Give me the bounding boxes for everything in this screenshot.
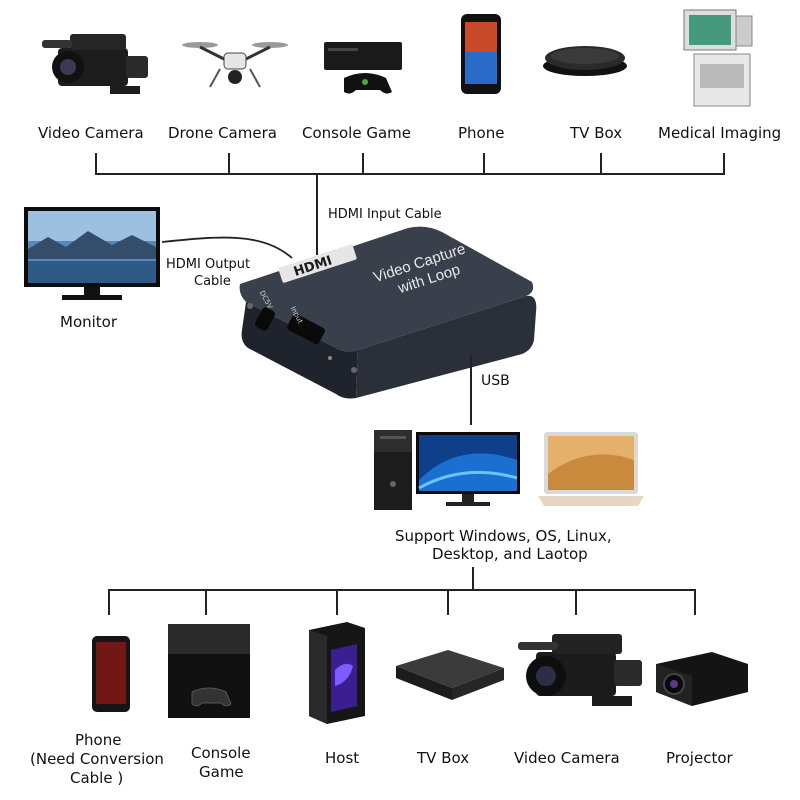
input-label-drone-camera: Drone Camera: [168, 124, 277, 142]
output-projector-icon: [656, 652, 748, 706]
tv-box-icon: [543, 46, 627, 76]
input-label-phone: Phone: [458, 124, 505, 142]
output-label-phone-line1: Phone: [75, 731, 122, 749]
output-video-camera-icon: [518, 634, 642, 706]
laptop-icon: [538, 432, 644, 506]
monitor-label: Monitor: [60, 313, 118, 331]
usb-cable-line: [470, 355, 472, 425]
output-console-icon: [168, 624, 250, 718]
output-phone-icon: [92, 636, 130, 712]
output-tv-box-icon: [396, 650, 504, 700]
output-host-icon: [309, 622, 365, 724]
input-label-console-game: Console Game: [302, 124, 411, 142]
capture-device: Video Capture with Loop HDMI DC5V Input: [239, 226, 537, 399]
hdmi-input-cable-label: HDMI Input Cable: [328, 207, 442, 222]
input-bus-line: [95, 173, 725, 175]
hdmi-output-label-line1: HDMI Output: [166, 257, 251, 272]
hdmi-output-label-line2: Cable: [194, 274, 231, 289]
output-label-phone-line3: Cable ): [70, 769, 124, 787]
game-console-icon: [324, 42, 402, 94]
output-label-video-camera: Video Camera: [514, 749, 620, 767]
usb-label: USB: [481, 373, 510, 389]
monitor-icon: [24, 207, 160, 300]
drone-icon: [182, 42, 288, 88]
pc-tower-icon: [374, 430, 412, 510]
output-label-console-line2: Game: [199, 763, 244, 781]
input-label-tv-box: TV Box: [570, 124, 623, 142]
support-text-line2: Desktop, and Laotop: [432, 545, 588, 563]
hdmi-input-cable-line: [316, 173, 318, 255]
medical-imaging-icon: [683, 9, 753, 107]
output-label-phone-line2: (Need Conversion: [30, 750, 164, 768]
input-label-medical-imaging: Medical Imaging: [658, 124, 782, 142]
support-text-line1: Support Windows, OS, Linux,: [395, 527, 612, 545]
output-label-host: Host: [325, 749, 360, 767]
video-camera-icon: [42, 34, 148, 94]
desktop-monitor-icon: [416, 432, 520, 506]
output-label-projector: Projector: [666, 749, 733, 767]
output-label-tv-box: TV Box: [417, 749, 470, 767]
input-label-video-camera: Video Camera: [38, 124, 144, 142]
output-bus-line: [108, 589, 696, 591]
output-label-console-line1: Console: [191, 744, 251, 762]
phone-icon: [461, 14, 501, 94]
